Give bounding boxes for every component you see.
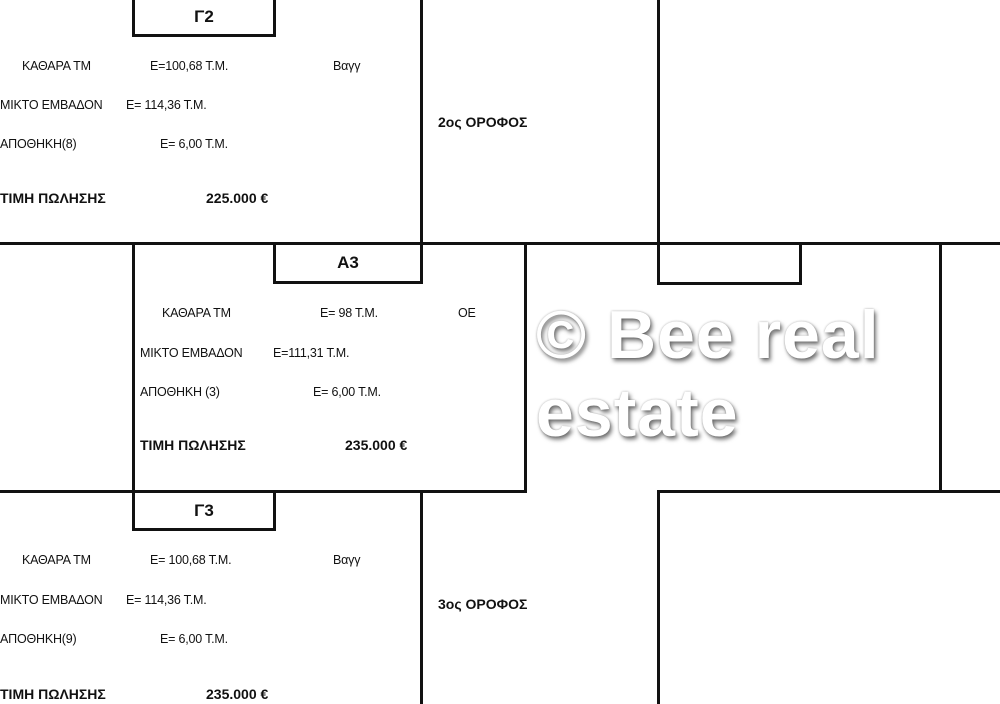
divider-line <box>657 0 660 245</box>
net-area-value: Ε= 100,68 Τ.Μ. <box>150 553 232 567</box>
gross-area-label: ΜΙΚΤΟ ΕΜΒΑΔΟΝ <box>0 593 103 607</box>
price-label: ΤΙΜΗ ΠΩΛΗΣΗΣ <box>140 437 246 453</box>
divider-line <box>657 490 660 704</box>
unit-label-box: Γ3 <box>132 490 276 531</box>
divider-line <box>524 242 527 493</box>
unit-label: Γ3 <box>194 500 214 520</box>
divider-line <box>420 0 423 245</box>
orientation: Βαγγ <box>333 553 361 567</box>
price-label: ΤΙΜΗ ΠΩΛΗΣΗΣ <box>0 190 106 206</box>
net-area-value: Ε= 98 Τ.Μ. <box>320 306 378 320</box>
gross-area-value: Ε= 114,36 Τ.Μ. <box>126 593 207 607</box>
unit-label: Γ2 <box>194 7 214 26</box>
storage-value: Ε= 6,00 Τ.Μ. <box>160 137 228 151</box>
storage-value: Ε= 6,00 Τ.Μ. <box>160 632 228 646</box>
unit-label-box: Γ2 <box>132 0 276 37</box>
price-value: 235.000 € <box>206 686 269 702</box>
price-value: 235.000 € <box>345 437 408 453</box>
orientation: ΟΕ <box>458 306 476 320</box>
floor-label: 3ος ΟΡΟΦΟΣ <box>438 596 528 612</box>
divider-line <box>939 242 942 493</box>
gross-area-label: ΜΙΚΤΟ ΕΜΒΑΔΟΝ <box>140 346 243 360</box>
empty-label-box <box>657 242 802 285</box>
divider-line <box>420 490 423 704</box>
storage-label: ΑΠΟΘΗΚΗ(8) <box>0 137 77 151</box>
net-area-label: ΚΑΘΑΡΑ ΤΜ <box>22 553 91 567</box>
storage-value: Ε= 6,00 Τ.Μ. <box>313 385 381 399</box>
price-label: ΤΙΜΗ ΠΩΛΗΣΗΣ <box>0 686 106 702</box>
divider-line <box>0 242 1000 245</box>
price-value: 225.000 € <box>206 190 269 206</box>
net-area-value: Ε=100,68 Τ.Μ. <box>150 59 229 73</box>
unit-label-box: Α3 <box>273 242 423 284</box>
net-area-label: ΚΑΘΑΡΑ ΤΜ <box>162 306 231 320</box>
net-area-label: ΚΑΘΑΡΑ ΤΜ <box>22 59 91 73</box>
gross-area-value: Ε= 114,36 Τ.Μ. <box>126 98 207 112</box>
gross-area-label: ΜΙΚΤΟ ΕΜΒΑΔΟΝ <box>0 98 103 112</box>
storage-label: ΑΠΟΘΗΚΗ (3) <box>140 385 220 399</box>
floor-label: 2ος ΟΡΟΦΟΣ <box>438 114 528 130</box>
divider-line <box>132 242 135 493</box>
orientation: Βαγγ <box>333 59 361 73</box>
divider-line <box>657 490 1000 493</box>
storage-label: ΑΠΟΘΗΚΗ(9) <box>0 632 77 646</box>
unit-label: Α3 <box>337 253 359 272</box>
watermark: © Bee real estate <box>536 297 880 451</box>
gross-area-value: Ε=111,31 Τ.Μ. <box>273 346 350 360</box>
